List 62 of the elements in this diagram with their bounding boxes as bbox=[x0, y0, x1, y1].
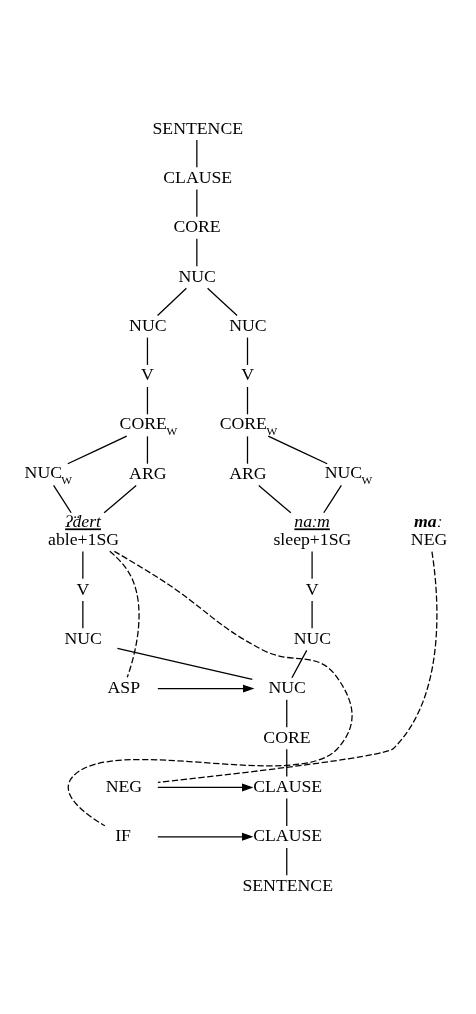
connector bbox=[196, 138, 198, 168]
connector bbox=[286, 846, 288, 876]
connector bbox=[157, 550, 438, 783]
node-text: SENTENCE bbox=[242, 874, 333, 895]
connector bbox=[291, 649, 308, 678]
connector bbox=[246, 385, 249, 415]
node-text: ARG bbox=[229, 462, 267, 483]
connector bbox=[323, 484, 342, 513]
connector bbox=[206, 287, 238, 316]
node-text: NUC$_{W}$ bbox=[24, 461, 73, 486]
node-text: CORE bbox=[173, 215, 221, 236]
connector bbox=[146, 435, 149, 464]
node-text: CLAUSE bbox=[253, 824, 323, 845]
node-text: NUC bbox=[129, 314, 167, 335]
node-text: ARG bbox=[129, 462, 167, 483]
connector bbox=[67, 550, 353, 826]
node-text: maː NEG bbox=[410, 510, 448, 549]
node-text: NUC$_{W}$ bbox=[324, 461, 373, 486]
node-text: CLAUSE bbox=[163, 166, 233, 187]
node-text: CORE$_{W}$ bbox=[119, 412, 178, 437]
connector bbox=[116, 647, 253, 680]
node-text: NUC bbox=[64, 627, 102, 648]
connector bbox=[196, 188, 198, 217]
node-text: NUC bbox=[293, 627, 332, 648]
node-text: V bbox=[241, 363, 254, 384]
connector bbox=[196, 237, 198, 267]
connector bbox=[267, 435, 328, 464]
arrow bbox=[157, 782, 254, 791]
connector bbox=[311, 599, 313, 629]
node-text: ʔ̈dert able+1SG bbox=[48, 510, 120, 549]
connector bbox=[246, 336, 249, 366]
node-text: CORE bbox=[263, 726, 311, 747]
connector bbox=[258, 484, 292, 513]
connector bbox=[82, 550, 84, 579]
node-text: NUC bbox=[178, 265, 216, 286]
node-text: V bbox=[141, 363, 154, 384]
connector bbox=[52, 484, 72, 513]
connector bbox=[67, 435, 128, 464]
connector bbox=[146, 385, 149, 415]
node-text: NUC bbox=[229, 314, 267, 335]
node-text: IF bbox=[115, 824, 131, 845]
connector bbox=[286, 748, 288, 777]
arrow bbox=[157, 832, 254, 841]
connector bbox=[286, 797, 288, 827]
node-text: NEG bbox=[105, 775, 143, 796]
node-text: V bbox=[305, 578, 319, 599]
node-text: SENTENCE bbox=[152, 117, 244, 138]
node-text: NUC bbox=[268, 676, 306, 697]
connector bbox=[109, 550, 140, 678]
connector bbox=[286, 698, 288, 728]
arrow bbox=[157, 684, 255, 693]
connector bbox=[103, 484, 137, 513]
node-text: CLAUSE bbox=[253, 775, 323, 796]
connector bbox=[156, 287, 187, 316]
connector bbox=[82, 599, 84, 629]
connector bbox=[146, 336, 149, 366]
connector bbox=[246, 435, 249, 464]
node-text: naːm sleep+1SG bbox=[273, 510, 352, 549]
node-text: V bbox=[76, 578, 90, 599]
node-text: CORE$_{W}$ bbox=[219, 412, 278, 437]
node-text: ASP bbox=[107, 676, 141, 697]
connector bbox=[311, 550, 313, 579]
